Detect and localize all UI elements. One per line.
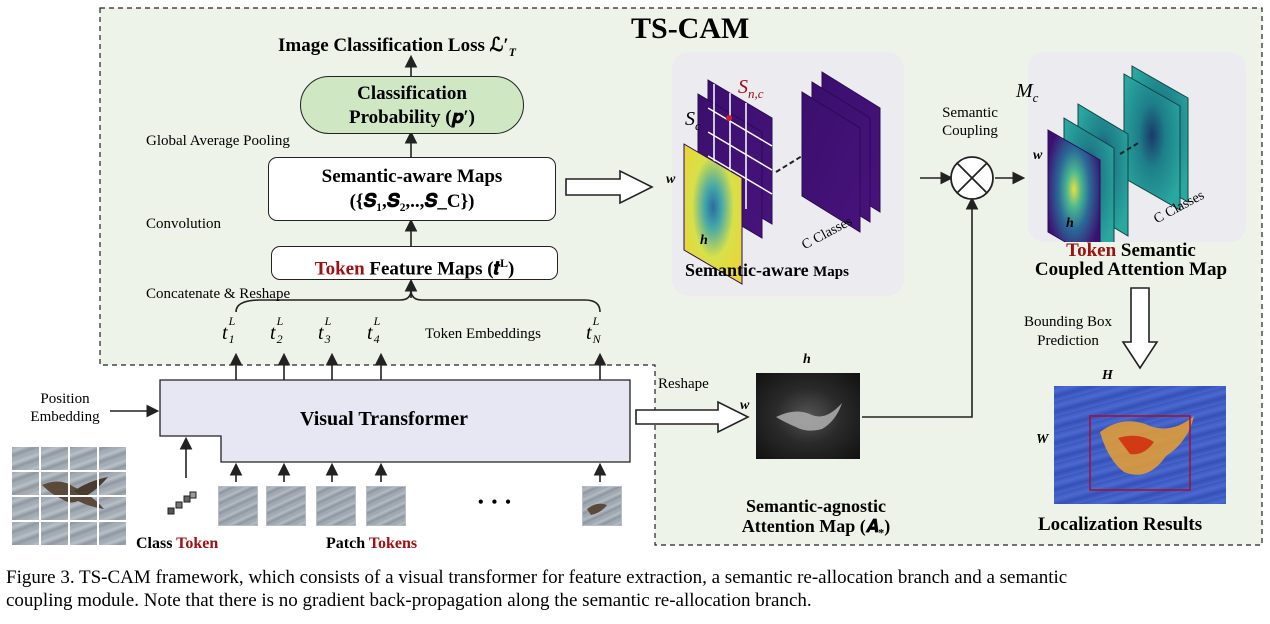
panel2-w: w <box>1033 148 1043 163</box>
panel1-h: h <box>700 233 708 248</box>
panel1-w: w <box>666 172 676 187</box>
patch-tokens-label: Patch Tokens <box>326 535 418 552</box>
m-c-label: Mc <box>1016 80 1039 105</box>
gap-label: Global Average Pooling <box>146 133 290 149</box>
diagram-title: TS-CAM <box>631 12 750 45</box>
class-token-label: Class Token <box>136 535 219 552</box>
localization-title: Localization Results <box>1038 514 1203 535</box>
classification-probability-box: Classification Probability (𝒑′) <box>300 76 524 134</box>
class-token-icon <box>167 491 197 515</box>
localization-image <box>1054 386 1226 504</box>
concat-label: Concatenate & Reshape <box>146 286 291 302</box>
visual-transformer-box <box>159 379 631 463</box>
coupled-stack <box>1047 65 1189 242</box>
semantic-aware-panel-title: Semantic-aware Maps <box>685 260 849 280</box>
ellipsis: • • • <box>478 494 513 511</box>
panel2-h: h <box>1066 216 1074 231</box>
arrow-to-semantic-maps <box>565 169 654 205</box>
arrow-bbox <box>1121 287 1159 370</box>
agnostic-attention-image <box>756 373 860 459</box>
patch-thumb-4 <box>366 486 406 526</box>
agnostic-h: h <box>803 352 811 367</box>
loss-label: Image Classification Loss ℒ′T <box>278 35 517 59</box>
agnostic-w: w <box>740 398 750 413</box>
patch-thumb-1 <box>218 486 258 526</box>
patch-thumb-3 <box>316 486 356 526</box>
reshape-label: Reshape <box>658 376 709 392</box>
input-image <box>12 447 126 545</box>
token-embeddings-label: Token Embeddings <box>425 326 542 342</box>
semantic-aware-maps-box: Semantic-aware Maps ({𝑺₁,𝑺₂,..,𝑺_C}) <box>268 157 556 221</box>
s-nc-label: Sn,c <box>738 76 764 101</box>
semantic-aware-stack <box>683 71 881 285</box>
figure-caption: Figure 3. TS-CAM framework, which consis… <box>6 567 1068 611</box>
s-c-label: Sc <box>685 108 701 133</box>
visual-transformer-label: Visual Transformer <box>300 408 468 430</box>
loc-H: H <box>1102 368 1113 383</box>
coupled-panel-title: Token Semantic Coupled Attention Map <box>1034 240 1228 280</box>
agnostic-title: Semantic-agnostic Attention Map (𝑨*) <box>741 496 891 540</box>
arrow-reshape <box>635 400 750 434</box>
convolution-label: Convolution <box>146 216 222 232</box>
loc-W: W <box>1036 432 1049 447</box>
token-feature-maps-box: Token Feature Maps (𝒕L) <box>271 246 558 280</box>
patch-thumb-2 <box>266 486 306 526</box>
patch-thumb-n <box>582 486 622 526</box>
